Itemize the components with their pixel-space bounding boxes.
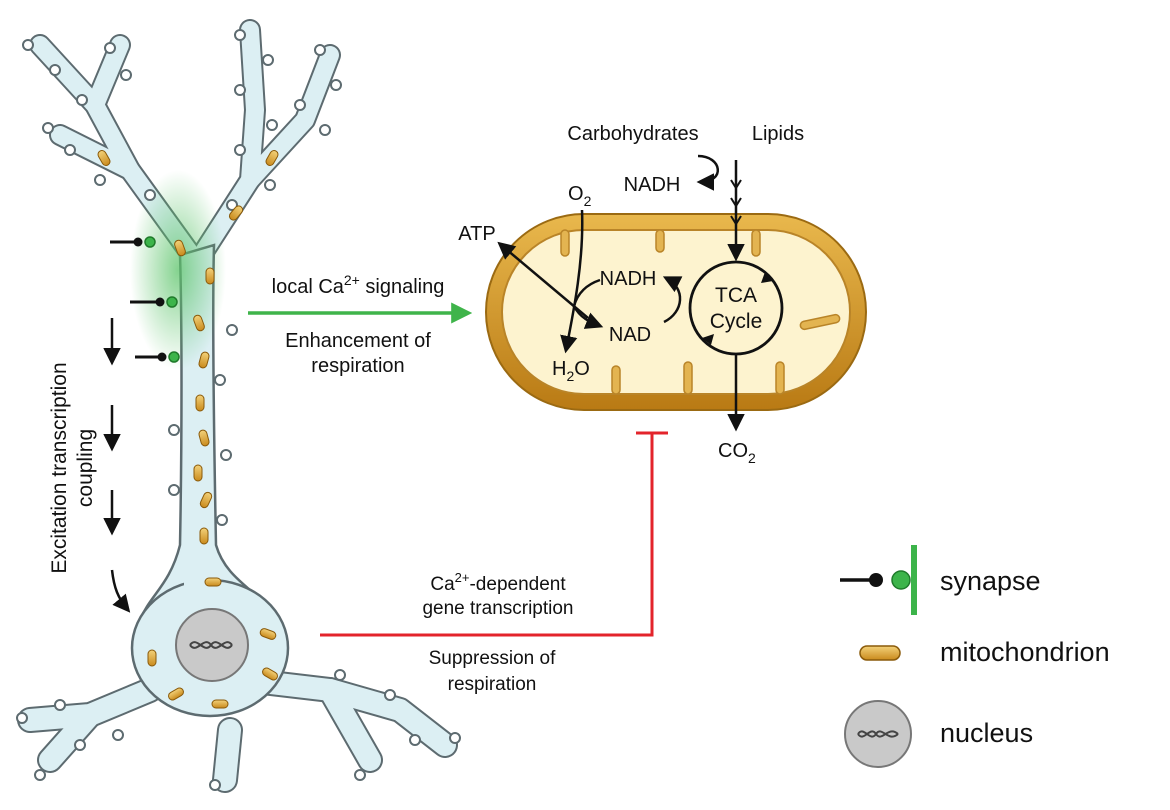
tca-label-line1: TCA: [715, 284, 757, 307]
synapse-contacts: [110, 236, 180, 363]
mitochondrion-detail: TCA Cycle NADH NAD O2 H2O ATP Carbohydra…: [458, 123, 867, 466]
input-ticks: [730, 179, 742, 226]
enhancement-label-line1: Enhancement of: [285, 330, 431, 352]
carbohydrates-label: Carbohydrates: [567, 123, 698, 145]
gene-transcription-label: gene transcription: [422, 598, 573, 619]
nad-label: NAD: [609, 324, 651, 346]
nadh-branch-arrow: [696, 154, 720, 191]
legend-nucleus-icon: [844, 700, 912, 768]
cristae: [560, 229, 841, 395]
dendritic-spines: [16, 29, 461, 791]
coupling-label-line2: coupling: [74, 429, 97, 507]
coupling-arrows: [103, 318, 131, 613]
o2-to-h2o-arrow: [560, 209, 584, 354]
suppression-label-line2: respiration: [448, 674, 537, 695]
coupling-label: Excitation transcription coupling: [48, 362, 97, 573]
nadh-input-label: NADH: [624, 174, 681, 196]
enhancement-label-line2: respiration: [311, 355, 404, 377]
tca-label-line2: Cycle: [710, 310, 763, 333]
inhibition-line: [320, 431, 668, 637]
tca-cycle: TCA Cycle: [688, 260, 784, 356]
neuron: [16, 19, 461, 793]
legend-synapse-icon: [840, 545, 917, 615]
h2o-label: H2O: [552, 358, 590, 384]
dna-icon: [189, 641, 233, 649]
co2-label: CO2: [718, 440, 756, 466]
legend-mitochondrion-icon: [859, 645, 901, 661]
atp-arrow: [497, 241, 589, 319]
legend: synapse mitochondrion nucleus: [840, 545, 1110, 768]
synapse-2: [130, 296, 178, 308]
neuron-mitochondria: [97, 150, 279, 709]
lipids-label: Lipids: [752, 123, 804, 145]
local-ca-signaling-label: local Ca2+ signaling: [272, 272, 445, 298]
legend-synapse-label: synapse: [940, 566, 1041, 596]
suppression-label-line1: Suppression of: [429, 648, 556, 669]
ca-dependent-label: Ca2+-dependent: [430, 570, 566, 595]
legend-mitochondrion-label: mitochondrion: [940, 637, 1110, 667]
synapse-1: [110, 236, 156, 248]
legend-dna-icon: [857, 730, 899, 738]
o2-label: O2: [568, 183, 592, 209]
nucleus: [175, 608, 249, 682]
atp-label: ATP: [458, 223, 495, 245]
synapse-3: [135, 351, 180, 363]
legend-nucleus-label: nucleus: [940, 718, 1033, 748]
coupling-label-line1: Excitation transcription: [48, 362, 71, 573]
nadh-inner-label: NADH: [600, 268, 657, 290]
